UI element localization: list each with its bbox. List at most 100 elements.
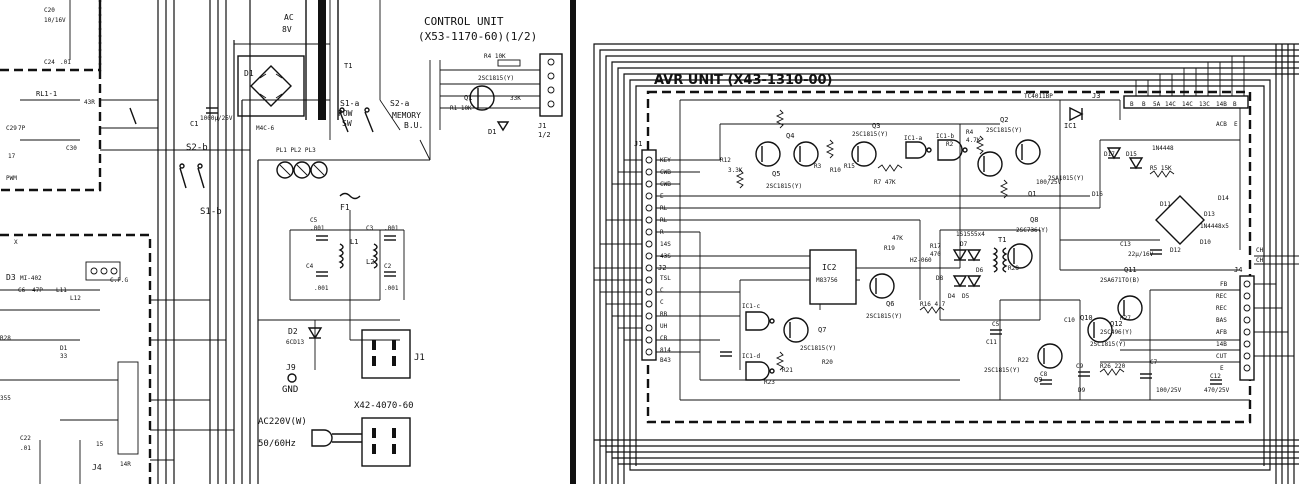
cu-r4: R4 10K [484,53,506,60]
c4-label: C4 [306,263,314,270]
avr-d12-label: D12 [1170,247,1181,254]
avr-d15-label: D15 [1126,151,1137,158]
avr-ch-label: CH [1256,247,1264,254]
avr-d-hz-label: HZ-060 [910,257,932,264]
avr-r3-label: R3 [814,163,822,170]
avr-c7-label: C7 [1150,359,1158,366]
avr-nand-gates [745,139,968,381]
avr-d17-part: 1N4448 [1152,145,1174,152]
pl-labels: PL1 PL2 PL3 [276,147,316,154]
avr-j3-pin-1: B [1142,101,1146,108]
avr-t1-label: T1 [998,236,1006,244]
avr-j3-pin-5: 13C [1199,101,1210,108]
avr-c12-label: C12 [1210,373,1221,380]
control-unit-part: (X53-1170-60)(1/2) [418,30,537,43]
avr-d10-label: D10 [1200,239,1211,246]
avr-q5-part: 2SC1815(Y) [766,183,802,190]
c20-label: C20 [44,7,55,14]
cu-q1: Q1 [464,94,472,102]
connector-x42-box [361,417,411,467]
avr-j2-pin-4: UH [660,323,668,330]
avr-d17-label: D17 [1104,151,1115,158]
ac-input-label: AC220V(W) [258,417,307,427]
avr-j3-pin-9: E [1234,121,1238,128]
avr-c13-val: 22μ/16V [1128,251,1154,258]
avr-q12-label: Q12 [1110,320,1123,328]
avr-c11-label: C11 [986,339,997,346]
avr-c13-label: C13 [1120,241,1131,248]
avr-c9-label: C9 [1076,363,1084,370]
d1x-label: D1 [60,345,68,352]
avr-d13-part: 1N4448x5 [1200,223,1229,230]
avr-j2-pin-3: RB [660,311,668,318]
switches [129,107,374,189]
left-unit-box-mid [0,0,102,192]
c22-val: .01 [20,445,31,452]
avr-j1-pin-0: KEY [660,157,671,164]
c24-label: C24 [44,59,55,66]
avr-q6-part: 2SC1815(Y) [866,313,902,320]
c3-label: C3 [366,225,374,232]
avr-d6-part: 1S1555x4 [956,231,985,238]
avr-c12-val: 470/25V [1204,387,1230,394]
avr-j3-pin-8: ACB [1216,121,1227,128]
avr-j4-pin-5: 14B [1216,341,1227,348]
c2-val: .001 [384,285,399,292]
avr-j2-pin-1: C [660,287,664,294]
c1-label: C1 [190,120,198,128]
avr-ic1a-label: IC1-a [904,135,922,142]
gnd-terminal [287,373,297,383]
horizontal-traces [100,0,540,461]
avr-q10-part: 2SC1815(Y) [1090,341,1126,348]
avr-j2-pin-0: TSL [660,275,671,282]
avr-c7-val: 100/25V [1156,387,1182,394]
avr-q8-label: Q8 [1030,216,1038,224]
c3-val: .001 [384,225,399,232]
d2-part: 6CD13 [286,339,304,346]
cu-j1: J1 [538,122,546,130]
diode-d2 [307,327,323,340]
avr-unit-panel: AVR UNIT (X43-1310-00) [593,43,1299,484]
cfg-label: C.F.G [110,277,128,284]
avr-q2-part: 2SC1815(Y) [986,127,1022,134]
avr-j3-label: J3 [1092,92,1100,100]
left-panel: CONTROL UNIT (X53-1170-60)(1/2) R4 10K Q… [0,0,563,484]
avr-d14-label: D14 [1218,195,1229,202]
avr-connector-j1-j2 [641,149,657,361]
avr-q10-label: Q10 [1080,314,1093,322]
avr-r17-val: 470 [930,251,941,258]
connector-j1-box [361,329,411,379]
s2a-label: S2-a [390,99,409,108]
d2-label: D2 [288,327,298,336]
avr-ic1-label: IC1 [1064,122,1077,130]
avr-resistors [735,109,1175,376]
s1a-label: S1-a [340,99,359,108]
avr-d7-label: D7 [960,241,968,248]
avr-j1-pin-7: 14S [660,241,671,248]
avr-connector-j4 [1239,255,1299,381]
s2a-sub2: B.U. [404,121,423,130]
r43-label: 43R [84,99,95,106]
avr-j2-pin-6: 814 [660,347,671,354]
avr-r7-label: R7 47K [874,179,896,186]
avr-unit-title: AVR UNIT (X43-1310-00) [654,73,833,88]
avr-j1-pin-8: 43S [660,253,671,260]
avr-q3-part: 2SC1815(Y) [852,131,888,138]
avr-j3-pin-4: 14C [1182,101,1193,108]
avr-r22-label: R22 [1018,357,1029,364]
avr-j3-pin-6: 14B [1216,101,1227,108]
ac-label: AC [284,13,294,22]
avr-ic1c-label: IC1-c [742,303,760,310]
c5-val: .001 [310,225,325,232]
n14r-label: 14R [120,461,131,468]
transformer-t1 [305,0,339,120]
avr-q7-label: Q7 [818,326,826,334]
avr-j4-pin-0: FB [1220,281,1228,288]
avr-ic1b-label: IC1-b [936,133,954,140]
avr-j3-pin-2: 5A [1153,101,1161,108]
s1b-label: S1-b [200,207,222,217]
avr-r16-label: R16 4.7 [920,301,946,308]
r33-label: 33 [60,353,68,360]
f1-label: F1 [340,203,350,212]
